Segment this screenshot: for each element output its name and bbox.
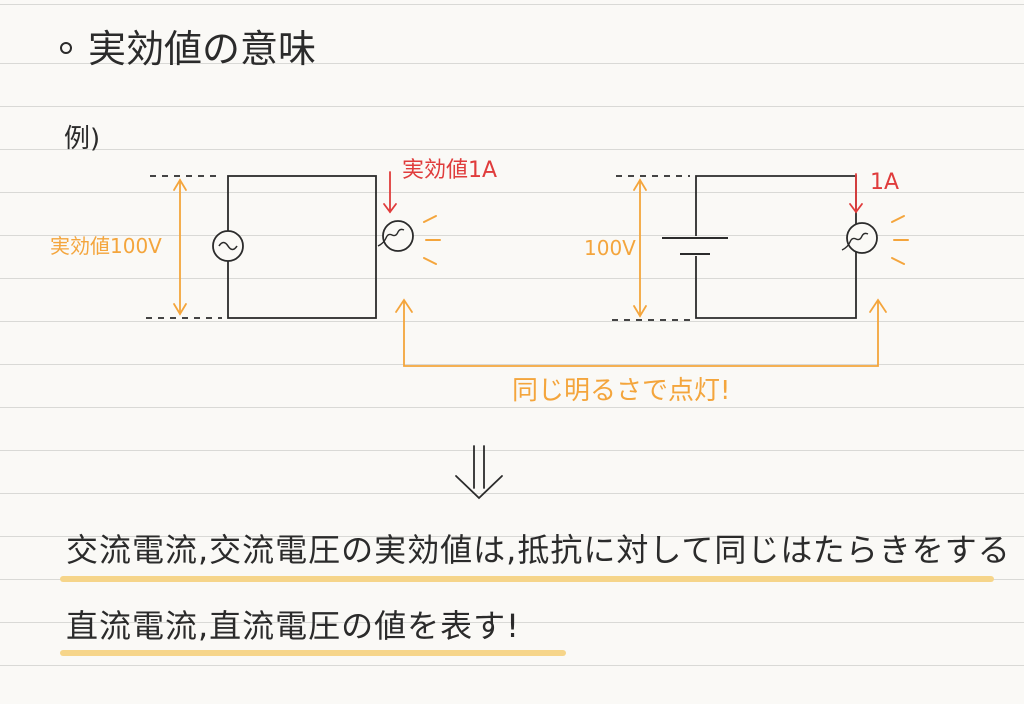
left-current-label: 実効値1A — [402, 158, 498, 183]
right-current-arrow — [849, 173, 863, 214]
light-bulb-icon — [377, 220, 414, 252]
left-circuit-wires — [227, 175, 377, 319]
ac-source-icon — [212, 230, 244, 262]
highlight-line-2 — [60, 650, 566, 656]
left-bulb-rays — [423, 215, 441, 265]
right-bulb-rays — [891, 215, 909, 265]
right-circuit — [612, 175, 857, 321]
comparison-label: 同じ明るさで点灯! — [512, 376, 731, 406]
double-down-arrow-icon — [455, 445, 503, 500]
battery-icon — [662, 237, 728, 255]
right-voltage-arrow — [633, 178, 647, 318]
left-current-arrow — [383, 171, 397, 214]
highlight-line-1 — [60, 576, 994, 582]
right-voltage-label: 100V — [584, 236, 636, 260]
page-title: 実効値の意味 — [88, 27, 317, 71]
comparison-bracket-arrow — [395, 298, 887, 367]
right-current-label: 1A — [870, 170, 900, 195]
light-bulb-icon-right — [841, 222, 878, 254]
conclusion-line-1: 交流電流,交流電圧の実効値は,抵抗に対して同じはたらきをする — [66, 531, 1011, 569]
conclusion-line-2: 直流電流,直流電圧の値を表す! — [66, 607, 521, 645]
example-label: 例) — [64, 124, 101, 154]
left-voltage-label: 実効値100V — [50, 234, 162, 258]
title-bullet — [60, 42, 72, 54]
left-voltage-arrow — [173, 178, 187, 316]
